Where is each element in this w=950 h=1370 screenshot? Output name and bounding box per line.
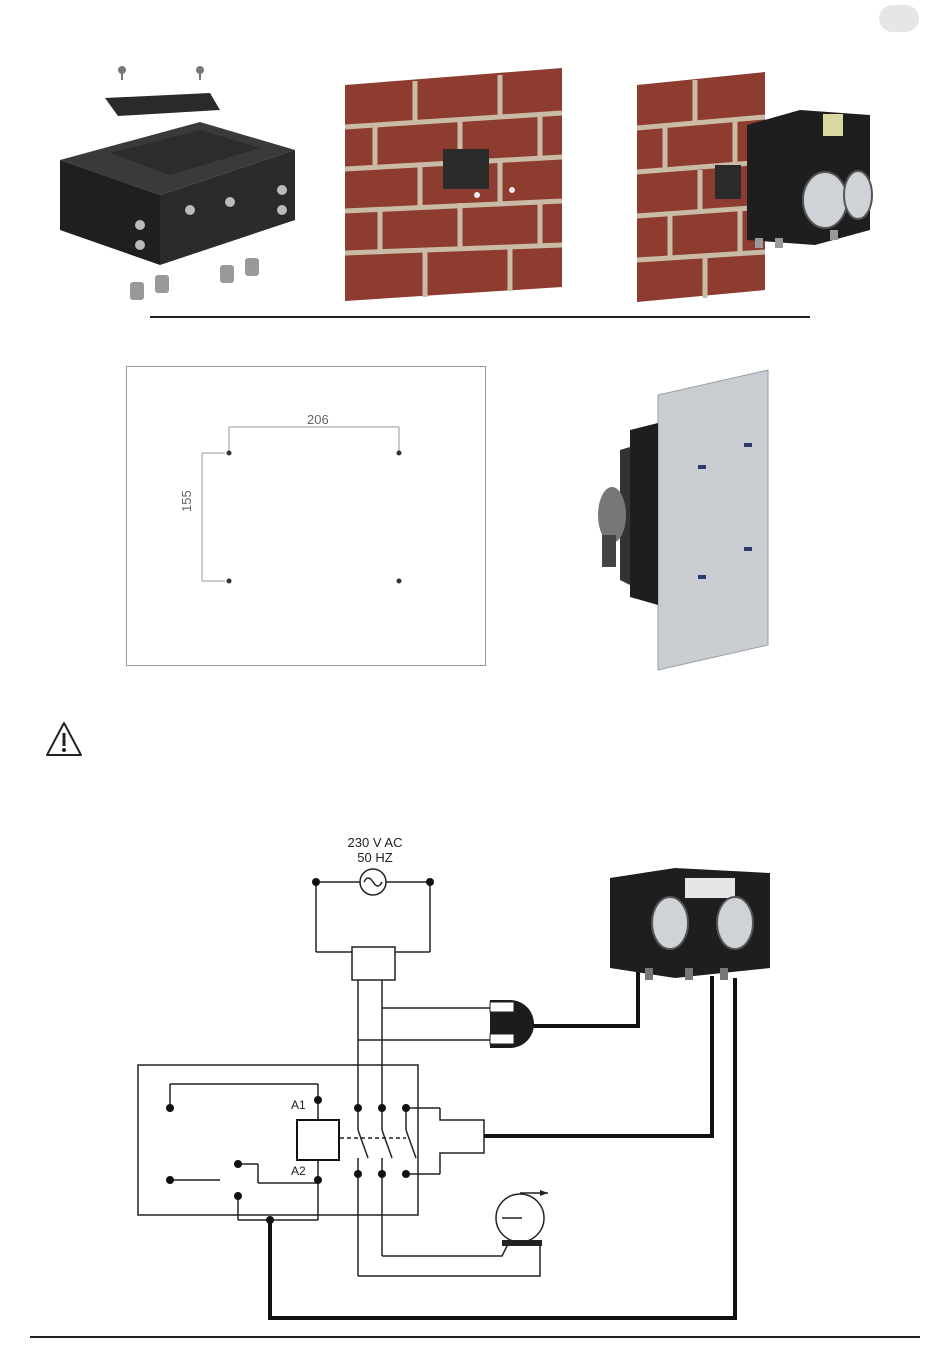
drill-hole-points xyxy=(227,451,402,584)
coil-terminal-a1: A1 xyxy=(291,1098,306,1112)
mounting-bracket-illustration xyxy=(50,60,300,310)
supply-voltage: 230 V AC xyxy=(330,835,420,850)
vertical-dimension-label: 155 xyxy=(179,490,194,512)
section-divider xyxy=(150,316,810,318)
ac-source-icon xyxy=(360,869,386,895)
coil-terminal-a2: A2 xyxy=(291,1164,306,1178)
brick-wall-with-bracket-illustration xyxy=(340,65,570,305)
power-supply-label: 230 V AC 50 HZ xyxy=(330,835,420,865)
horizontal-dimension-label: 206 xyxy=(307,412,329,427)
drilling-template: 206 155 xyxy=(126,366,486,666)
dosing-pump-illustration xyxy=(610,868,770,980)
warning-triangle-icon xyxy=(44,720,84,758)
footer-divider xyxy=(30,1336,920,1338)
wiring-diagram: A1 A2 xyxy=(130,868,780,1328)
pump-on-plate-illustration xyxy=(590,365,780,675)
supply-frequency: 50 HZ xyxy=(330,850,420,865)
brick-wall-with-pump-illustration xyxy=(635,70,875,305)
page-number-badge xyxy=(879,5,919,32)
